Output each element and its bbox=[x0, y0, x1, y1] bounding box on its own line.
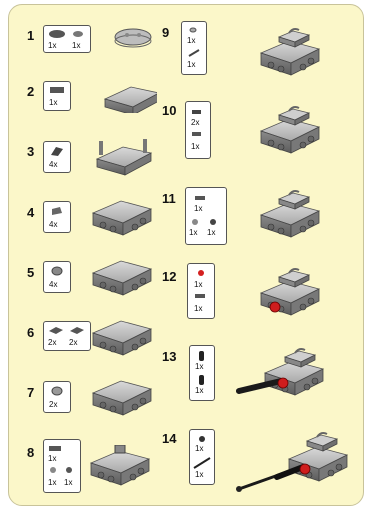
red-round-part bbox=[196, 268, 206, 278]
part-quantity: 1x bbox=[195, 444, 203, 453]
bar-part bbox=[187, 48, 201, 58]
parts-callout: 2x 1x bbox=[185, 101, 211, 159]
round-brick-part bbox=[72, 30, 84, 38]
cylinder-part bbox=[196, 350, 208, 362]
part-quantity: 1x bbox=[64, 478, 72, 487]
model-step-8 bbox=[89, 445, 153, 489]
part-quantity: 2x bbox=[191, 118, 199, 127]
round-part bbox=[48, 466, 58, 474]
part-quantity: 1x bbox=[48, 454, 56, 463]
bracket-part bbox=[50, 145, 64, 157]
instruction-page: 1 1x 1x 2 1x 3 4x 4 4x bbox=[8, 4, 364, 506]
step-number: 1 bbox=[27, 28, 34, 43]
part-quantity: 1x bbox=[194, 304, 202, 313]
part-quantity: 1x bbox=[49, 98, 57, 107]
plate-part bbox=[48, 443, 64, 453]
model-step-9 bbox=[259, 25, 325, 77]
part-quantity: 2x bbox=[48, 338, 56, 347]
part-quantity: 1x bbox=[195, 362, 203, 371]
model-step-10 bbox=[259, 103, 325, 155]
part-quantity: 4x bbox=[49, 160, 57, 169]
part-quantity: 1x bbox=[48, 478, 56, 487]
round-part bbox=[50, 265, 64, 277]
step-number: 6 bbox=[27, 325, 34, 340]
model-step-2 bbox=[101, 83, 157, 113]
part-quantity: 1x bbox=[194, 280, 202, 289]
parts-callout: 1x 1x bbox=[189, 345, 215, 401]
step-number: 4 bbox=[27, 205, 34, 220]
tile-part bbox=[191, 108, 203, 116]
parts-callout: 4x bbox=[43, 261, 71, 293]
parts-callout: 4x bbox=[43, 141, 71, 173]
round-part bbox=[50, 385, 64, 397]
part-quantity: 1x bbox=[195, 470, 203, 479]
model-step-5 bbox=[91, 259, 155, 299]
tile-part bbox=[194, 292, 208, 300]
part-quantity: 1x bbox=[48, 41, 56, 50]
plate-part bbox=[49, 85, 65, 95]
part-quantity: 1x bbox=[187, 60, 195, 69]
step-number: 9 bbox=[162, 25, 169, 40]
round-part bbox=[208, 218, 218, 226]
step-number: 13 bbox=[162, 349, 176, 364]
part-quantity: 1x bbox=[72, 41, 80, 50]
parts-callout: 1x 1x bbox=[43, 25, 91, 53]
model-step-1 bbox=[113, 25, 153, 49]
step-number: 12 bbox=[162, 269, 176, 284]
tile-part bbox=[48, 325, 64, 335]
round-part bbox=[196, 434, 208, 444]
step-number: 5 bbox=[27, 265, 34, 280]
model-step-7 bbox=[91, 379, 155, 419]
cylinder-part bbox=[196, 374, 208, 386]
step-number: 2 bbox=[27, 84, 34, 99]
model-step-11 bbox=[259, 187, 325, 239]
parts-callout: 1x 1x bbox=[187, 263, 215, 319]
parts-callout: 1x 1x bbox=[181, 21, 207, 75]
part-quantity: 1x bbox=[194, 204, 202, 213]
parts-callout: 1x 1x 1x bbox=[185, 187, 227, 245]
model-step-12 bbox=[259, 265, 325, 321]
model-step-6 bbox=[91, 319, 155, 359]
part-quantity: 1x bbox=[189, 228, 197, 237]
tile-part bbox=[69, 325, 85, 335]
tile-part bbox=[191, 130, 203, 138]
parts-callout: 2x 2x bbox=[43, 321, 91, 351]
rod-part bbox=[193, 456, 211, 470]
parts-callout: 1x 1x bbox=[189, 429, 215, 485]
model-step-3 bbox=[91, 137, 155, 177]
part-quantity: 1x bbox=[195, 386, 203, 395]
clip-part bbox=[187, 26, 199, 34]
parts-callout: 2x bbox=[43, 381, 71, 413]
part-quantity: 2x bbox=[49, 400, 57, 409]
part-quantity: 4x bbox=[49, 280, 57, 289]
step-number: 7 bbox=[27, 385, 34, 400]
slope-part bbox=[50, 205, 64, 217]
round-plate-part bbox=[48, 29, 66, 39]
round-part bbox=[64, 466, 74, 474]
step-number: 10 bbox=[162, 103, 176, 118]
step-number: 3 bbox=[27, 144, 34, 159]
parts-callout: 1x bbox=[43, 81, 71, 111]
model-step-14 bbox=[233, 425, 353, 497]
part-quantity: 1x bbox=[187, 36, 195, 45]
round-part bbox=[190, 218, 200, 226]
parts-callout: 4x bbox=[43, 201, 71, 233]
part-quantity: 1x bbox=[207, 228, 215, 237]
part-quantity: 4x bbox=[49, 220, 57, 229]
part-quantity: 1x bbox=[191, 142, 199, 151]
parts-callout: 1x 1x 1x bbox=[43, 439, 81, 493]
step-number: 14 bbox=[162, 431, 176, 446]
model-step-13 bbox=[235, 345, 331, 405]
plate-part bbox=[194, 194, 208, 202]
step-number: 11 bbox=[162, 191, 176, 206]
part-quantity: 2x bbox=[69, 338, 77, 347]
model-step-4 bbox=[91, 199, 155, 239]
step-number: 8 bbox=[27, 445, 34, 460]
